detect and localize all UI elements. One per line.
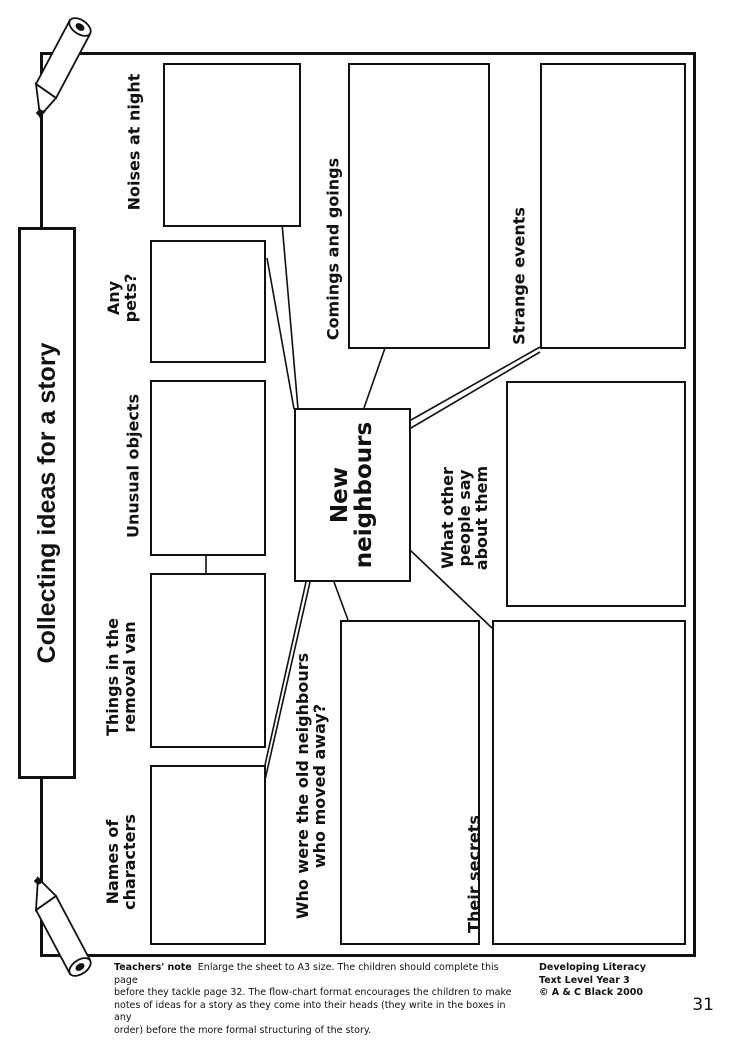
line-comings: [363, 347, 386, 409]
box-their-secrets[interactable]: [492, 620, 686, 945]
box-new-neighbours: [294, 408, 411, 582]
publication-info: Developing Literacy Text Level Year 3 © …: [539, 962, 646, 998]
teachers-note: Teachers' note Enlarge the sheet to A3 s…: [114, 962, 512, 1036]
label-their-secrets: Their secrets: [464, 815, 484, 933]
label-what-other-people-say: What other people say about them: [437, 465, 491, 571]
box-old-neighbours[interactable]: [340, 620, 480, 945]
label-removal-van: Things in the removal van: [103, 617, 139, 737]
title-panel: [18, 227, 76, 779]
label-comings-and-goings: Comings and goings: [323, 157, 343, 341]
center-label: New neighbours: [326, 421, 377, 569]
line-names-b: [264, 581, 311, 781]
line-noises: [279, 199, 299, 410]
label-any-pets: Any pets?: [104, 273, 140, 323]
line-strange-b: [410, 351, 541, 429]
box-unusual-objects[interactable]: [150, 380, 266, 556]
box-any-pets[interactable]: [150, 240, 266, 363]
page-number: 31: [692, 995, 714, 1015]
page-title: Collecting ideas for a story: [32, 342, 61, 664]
label-names-of-characters: Names of characters: [103, 814, 139, 910]
box-strange-events[interactable]: [540, 63, 686, 349]
pencil-bottom-icon: [33, 875, 92, 977]
pencil-top-icon: [34, 17, 92, 119]
box-noises-at-night[interactable]: [163, 63, 301, 227]
line-names-a: [264, 581, 307, 766]
line-pets: [266, 257, 295, 410]
line-old-neighbours: [333, 581, 349, 621]
box-what-other-people-say[interactable]: [506, 381, 686, 607]
label-noises-at-night: Noises at night: [124, 73, 144, 211]
line-strange-a: [410, 346, 541, 421]
label-old-neighbours: Who were the old neighbours who moved aw…: [293, 652, 329, 920]
line-secrets: [409, 549, 493, 629]
box-names-of-characters[interactable]: [150, 765, 266, 945]
label-strange-events: Strange events: [509, 207, 529, 345]
box-removal-van[interactable]: [150, 573, 266, 748]
label-unusual-objects: Unusual objects: [123, 394, 143, 538]
box-comings-and-goings[interactable]: [348, 63, 490, 349]
